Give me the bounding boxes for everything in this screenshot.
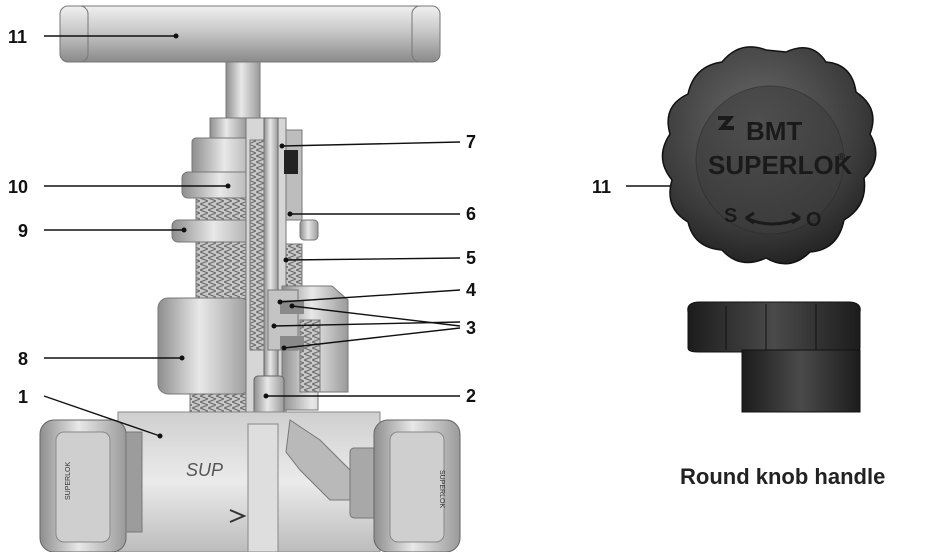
right-end-nut: SUPERLOK <box>373 419 461 553</box>
label-7: 7 <box>466 132 476 152</box>
knob-s-mark: S <box>724 205 737 227</box>
label-1: 1 <box>18 387 28 407</box>
label-11: 11 <box>8 27 27 47</box>
round-knob-top-view: BMT SUPERLOK ® S O <box>661 46 877 265</box>
label-10: 10 <box>8 177 28 197</box>
knob-o-mark: O <box>806 209 822 231</box>
knob-brand-bottom: SUPERLOK <box>708 150 853 180</box>
label-knob-11: 11 <box>592 177 611 197</box>
label-5: 5 <box>466 248 476 268</box>
label-9: 9 <box>18 221 28 241</box>
knob-reg-mark: ® <box>838 152 846 163</box>
label-2: 2 <box>466 386 476 406</box>
valve-body: SUP <box>117 411 387 553</box>
knob-caption: Round knob handle <box>680 464 886 489</box>
label-4: 4 <box>466 280 476 300</box>
t-handle <box>59 5 441 125</box>
label-3: 3 <box>466 318 476 338</box>
round-knob-side-view <box>687 301 861 413</box>
cutaway-section <box>245 117 349 425</box>
body-logo-text: SUP <box>186 460 223 480</box>
part-labels: 11 10 9 8 1 7 6 5 4 3 2 11 <box>8 27 611 407</box>
label-8: 8 <box>18 349 28 369</box>
knob-brand-top: BMT <box>746 116 802 146</box>
brand-logo-icon <box>717 116 735 130</box>
left-end-nut: SUPERLOK <box>39 419 143 553</box>
right-nut-mark: SUPERLOK <box>438 470 445 508</box>
label-6: 6 <box>466 204 476 224</box>
leader-lines <box>43 33 759 439</box>
left-nut-mark: SUPERLOK <box>65 462 72 500</box>
